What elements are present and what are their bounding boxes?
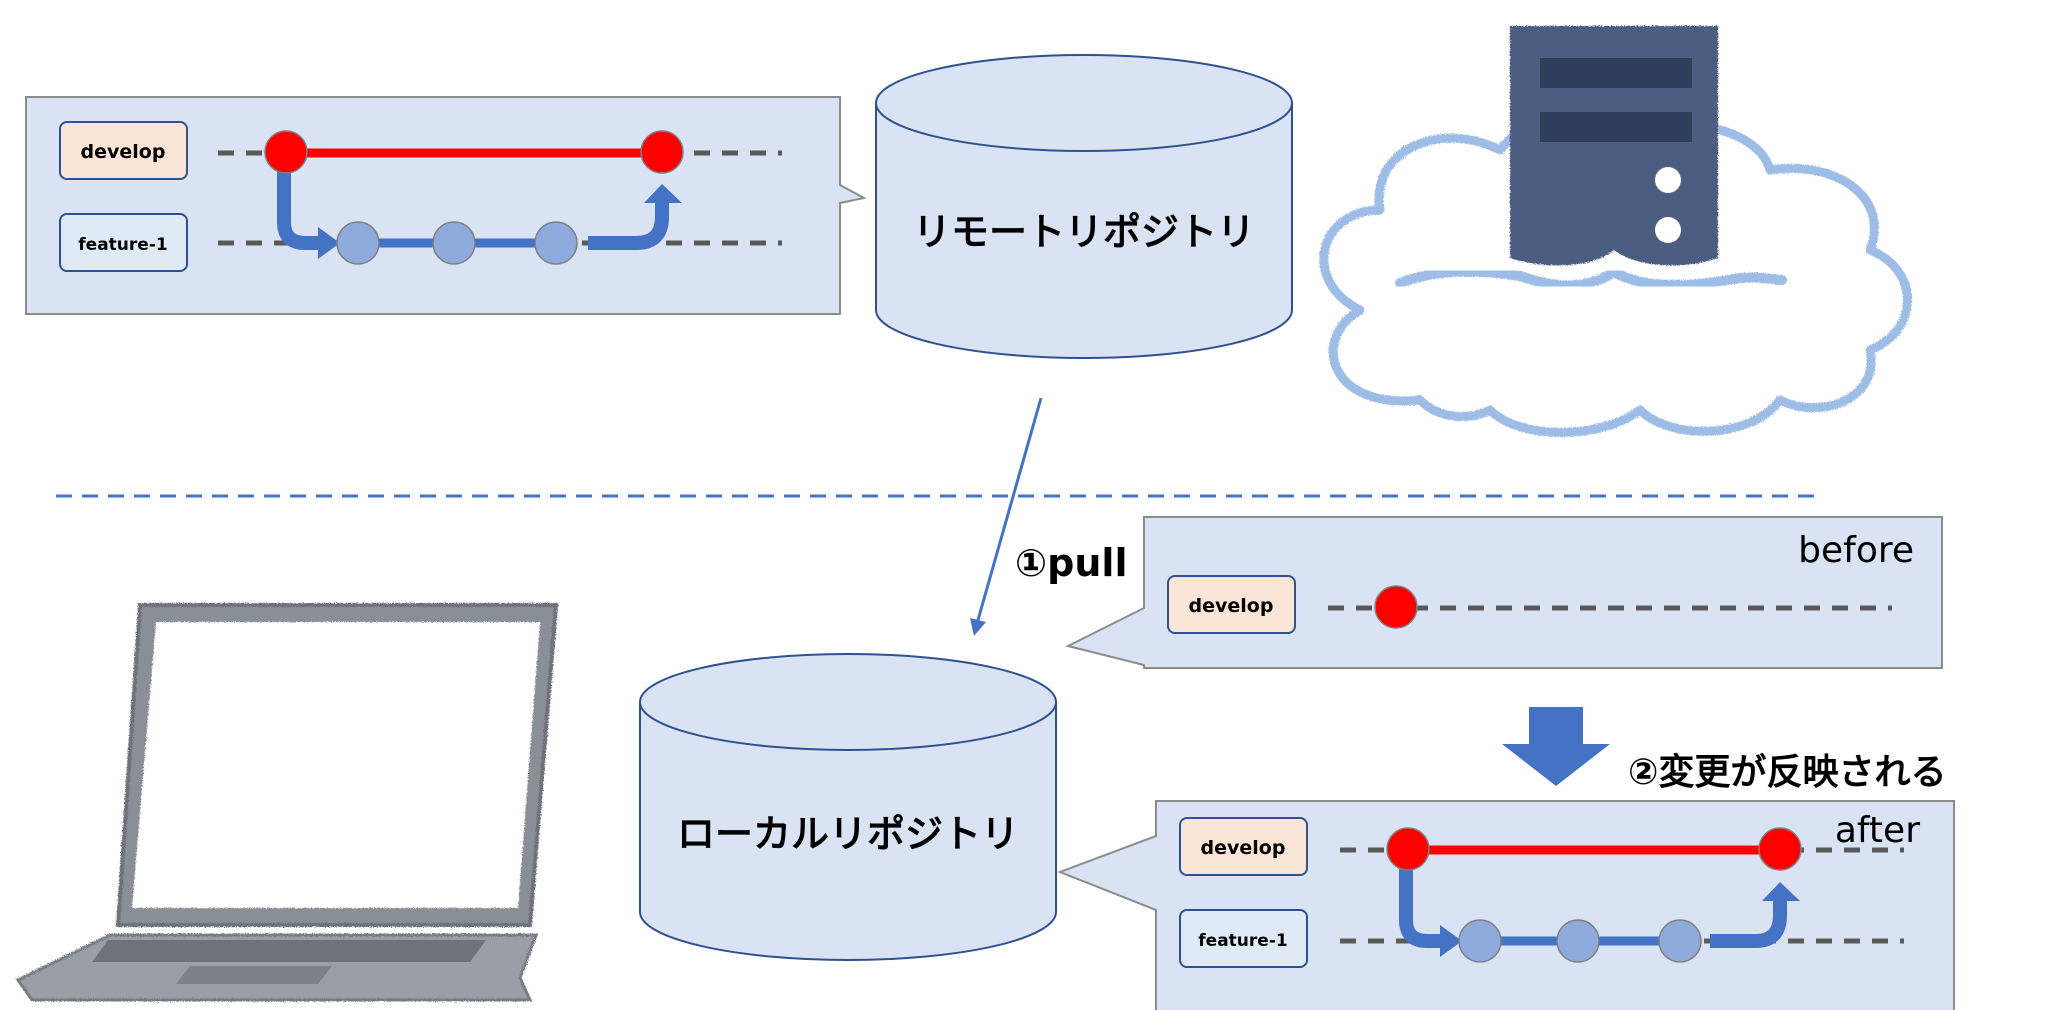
- local-after-panel: after develop feature-1: [1057, 800, 1955, 1010]
- develop-commit: [1374, 585, 1418, 629]
- branch-arrow: [1399, 867, 1444, 948]
- local-repository-cylinder: ローカルリポジトリ: [639, 653, 1057, 961]
- develop-branch-label: [1179, 817, 1308, 876]
- develop-commit: [1758, 827, 1802, 871]
- down-arrow-icon: [1502, 707, 1610, 786]
- feature-branch-text: feature-1: [1198, 931, 1287, 951]
- feature-commit: [336, 221, 380, 265]
- feature-branch-label: [1179, 909, 1308, 968]
- before-caption: before: [1798, 530, 1914, 571]
- remote-repository-cylinder: リモートリポジトリ: [875, 54, 1293, 359]
- develop-branch-label: [1167, 575, 1296, 634]
- develop-commit: [1386, 827, 1430, 871]
- feature-commit: [534, 221, 578, 265]
- branch-arrow: [277, 170, 322, 250]
- server-icon: [1395, 26, 1787, 291]
- develop-branch-text: develop: [81, 141, 166, 163]
- develop-commit: [264, 130, 308, 174]
- remote-repository-label: リモートリポジトリ: [913, 210, 1255, 254]
- feature-commit: [432, 221, 476, 265]
- develop-branch-label: [59, 121, 188, 180]
- local-before-panel: before develop: [1065, 516, 1943, 669]
- feature-branch-label: [59, 213, 188, 272]
- feature-commit: [1556, 919, 1600, 963]
- local-repository-label: ローカルリポジトリ: [677, 812, 1019, 856]
- pull-arrow: [970, 397, 1043, 636]
- laptop-icon: [15, 603, 559, 1002]
- merge-arrow: [1710, 898, 1787, 948]
- remote-graph-panel: develop feature-1: [25, 96, 867, 315]
- merge-arrow: [588, 200, 669, 250]
- feature-commit: [1458, 919, 1502, 963]
- reflect-step-label: ②変更が反映される: [1628, 751, 1946, 793]
- develop-commit: [640, 130, 684, 174]
- feature-branch-text: feature-1: [78, 235, 167, 255]
- feature-commit: [1658, 919, 1702, 963]
- after-caption: after: [1835, 810, 1920, 851]
- develop-branch-text: develop: [1201, 837, 1286, 859]
- develop-branch-text: develop: [1189, 595, 1274, 617]
- pull-step-label: ①pull: [1015, 541, 1127, 585]
